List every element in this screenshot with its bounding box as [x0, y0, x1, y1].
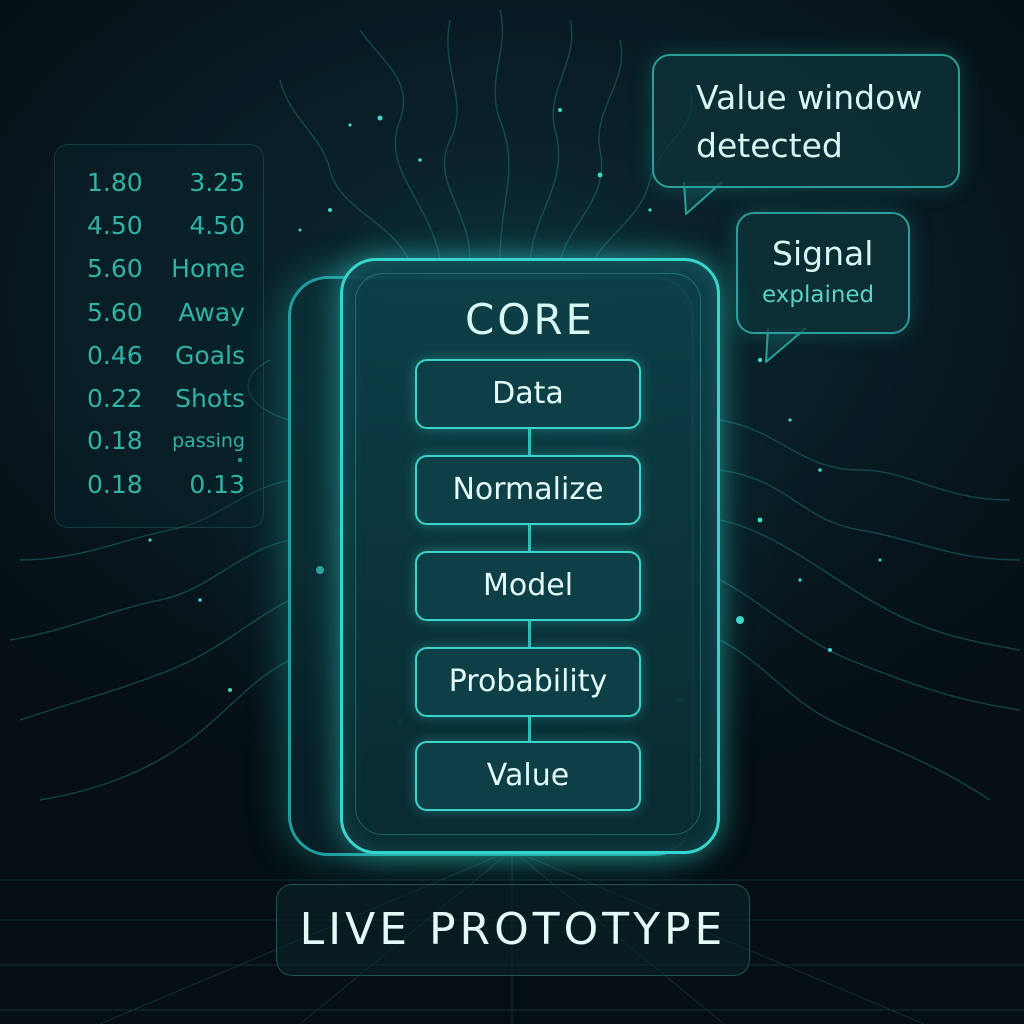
odds-row: 0.46 Goals [55, 336, 263, 376]
pipeline-step-label: Model [482, 568, 574, 603]
bubble-subtext: explained [762, 282, 875, 308]
bubble-text: Value window [696, 78, 923, 117]
odds-row: 1.80 3.25 [55, 163, 263, 203]
bubble-text: Signal [772, 234, 874, 273]
live-prototype-badge: LIVE PROTOTYPE [276, 884, 750, 976]
bubble-text: detected [696, 126, 843, 165]
live-prototype-label: LIVE PROTOTYPE [299, 904, 727, 955]
pipeline-step-value: Value [415, 741, 641, 811]
odds-row: 4.50 4.50 [55, 206, 263, 246]
odds-label: Goals [175, 341, 245, 370]
odds-value: 3.25 [189, 168, 245, 197]
signal-bubble: Signal explained [736, 212, 910, 334]
odds-value: 5.60 [87, 298, 143, 327]
odds-value: 0.18 [87, 470, 143, 499]
pipeline-step-label: Normalize [452, 472, 604, 507]
odds-label: Shots [175, 384, 245, 413]
odds-value: 4.50 [87, 211, 143, 240]
odds-value: 0.22 [87, 384, 143, 413]
odds-row: 0.18 passing [55, 421, 263, 461]
pipeline-step-model: Model [415, 551, 641, 621]
odds-row: 5.60 Home [55, 249, 263, 289]
odds-value: 5.60 [87, 254, 143, 283]
core-title: CORE [464, 295, 596, 344]
core-device-front-panel: CORE Data Normalize Model Probability Va… [340, 258, 720, 854]
pipeline-step-label: Probability [448, 664, 608, 699]
pipeline-step-label: Data [492, 376, 564, 411]
core-inner-frame [355, 273, 701, 835]
odds-value: 0.46 [87, 341, 143, 370]
odds-label: Away [178, 298, 245, 327]
odds-row: 0.18 0.13 [55, 465, 263, 505]
odds-value: 1.80 [87, 168, 143, 197]
odds-value: 0.18 [87, 426, 143, 455]
pipeline-step-probability: Probability [415, 647, 641, 717]
core-device: CORE Data Normalize Model Probability Va… [288, 258, 720, 856]
odds-value: 0.13 [189, 470, 245, 499]
odds-label: passing [172, 430, 245, 452]
pipeline-step-normalize: Normalize [415, 455, 641, 525]
odds-row: 0.22 Shots [55, 379, 263, 419]
value-window-bubble: Value window detected [652, 54, 960, 188]
odds-value: 4.50 [189, 211, 245, 240]
odds-row: 5.60 Away [55, 293, 263, 333]
pipeline-step-label: Value [486, 758, 570, 793]
odds-label: Home [171, 254, 245, 283]
pipeline-step-data: Data [415, 359, 641, 429]
odds-panel: 1.80 3.25 4.50 4.50 5.60 Home 5.60 Away … [54, 144, 264, 528]
